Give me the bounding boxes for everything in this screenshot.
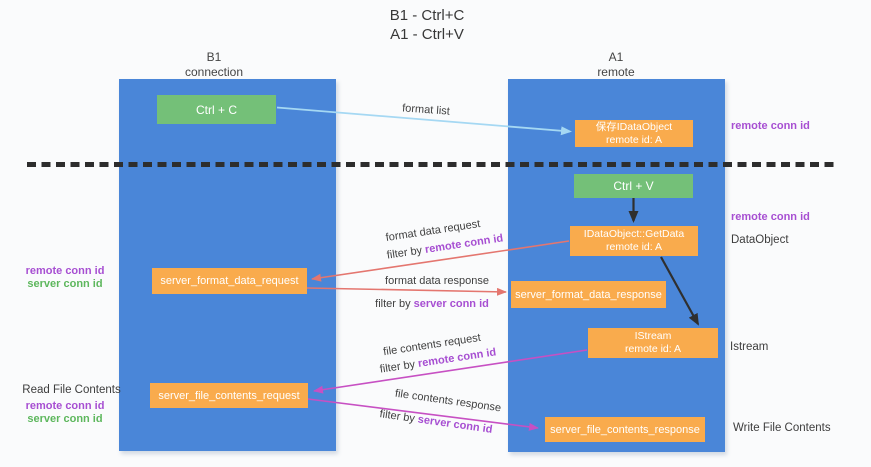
format-data-response-arrow: [306, 287, 507, 296]
title-line-1: B1 - Ctrl+C: [389, 7, 465, 24]
save-dataobject-line2: remote id: A: [605, 133, 663, 146]
lane-header-a1: A1 remote: [556, 50, 676, 80]
lane-b1-role: connection: [184, 65, 244, 79]
save-dataobject-line1: 保存IDataObject: [595, 120, 673, 133]
left-bottom-remote-conn-id-label: remote conn id: [25, 400, 105, 412]
istream-line1: IStream: [634, 330, 672, 342]
server-format-data-request-label: server_format_data_request: [160, 275, 299, 287]
server-conn-id-text: server conn id: [413, 298, 489, 310]
lane-header-b1: B1 connection: [154, 50, 274, 80]
server-file-contents-request-box: server_file_contents_request: [150, 383, 308, 408]
filter-by-text: filter by: [375, 298, 411, 310]
file-contents-response-filter-label: filter by server conn id: [379, 408, 493, 436]
server-file-contents-request-label: server_file_contents_request: [158, 389, 300, 402]
lane-a1-name: A1: [608, 50, 624, 64]
filter-by-text: filter by: [386, 244, 423, 262]
left-mid-server-conn-id-label: server conn id: [27, 278, 103, 290]
istream-box: IStream remote id: A: [588, 328, 718, 358]
diagram-title: B1 - Ctrl+C A1 - Ctrl+V: [327, 6, 527, 44]
lane-a1-role: remote: [597, 65, 635, 79]
right-mid-remote-conn-id-label: remote conn id: [731, 211, 810, 223]
format-data-response-filter-label: filter by server conn id: [375, 298, 489, 310]
istream-side-label: Istream: [730, 341, 769, 353]
ctrl-c-box: Ctrl + C: [157, 95, 276, 124]
left-mid-conn-id-group: remote conn id server conn id: [9, 265, 121, 291]
title-line-2: A1 - Ctrl+V: [390, 26, 464, 43]
server-format-data-response-box: server_format_data_response: [511, 281, 666, 308]
file-contents-response-label: file contents response: [394, 387, 502, 415]
filter-by-text: filter by: [379, 358, 416, 376]
read-file-contents-label: Read File Contents: [22, 384, 121, 396]
filter-by-text: filter by: [378, 408, 416, 425]
getdata-line2: remote id: A: [605, 241, 663, 253]
server-file-contents-response-box: server_file_contents_response: [545, 417, 705, 442]
ctrl-v-box: Ctrl + V: [574, 174, 693, 198]
left-mid-remote-conn-id-label: remote conn id: [25, 265, 105, 277]
ctrl-c-label: Ctrl + C: [195, 102, 237, 117]
server-format-data-request-box: server_format_data_request: [152, 268, 307, 294]
server-file-contents-response-label: server_file_contents_response: [550, 423, 700, 436]
getdata-line1: IDataObject::GetData: [583, 228, 685, 240]
dataobject-label: DataObject: [731, 234, 789, 246]
ctrl-v-label: Ctrl + V: [613, 179, 654, 193]
istream-line2: remote id: A: [624, 343, 682, 355]
right-top-remote-conn-id-label: remote conn id: [731, 120, 810, 132]
save-dataobject-box: 保存IDataObject remote id: A: [575, 120, 693, 147]
write-file-contents-label: Write File Contents: [733, 422, 831, 434]
left-bottom-conn-id-group: remote conn id server conn id: [9, 400, 121, 426]
lane-b1-name: B1: [206, 50, 222, 64]
left-bottom-server-conn-id-label: server conn id: [27, 413, 103, 425]
format-data-response-label: format data response: [385, 275, 489, 287]
getdata-box: IDataObject::GetData remote id: A: [570, 226, 698, 256]
server-format-data-response-label: server_format_data_response: [515, 288, 662, 301]
format-list-label: format list: [401, 102, 451, 118]
server-conn-id-text: server conn id: [417, 413, 494, 436]
